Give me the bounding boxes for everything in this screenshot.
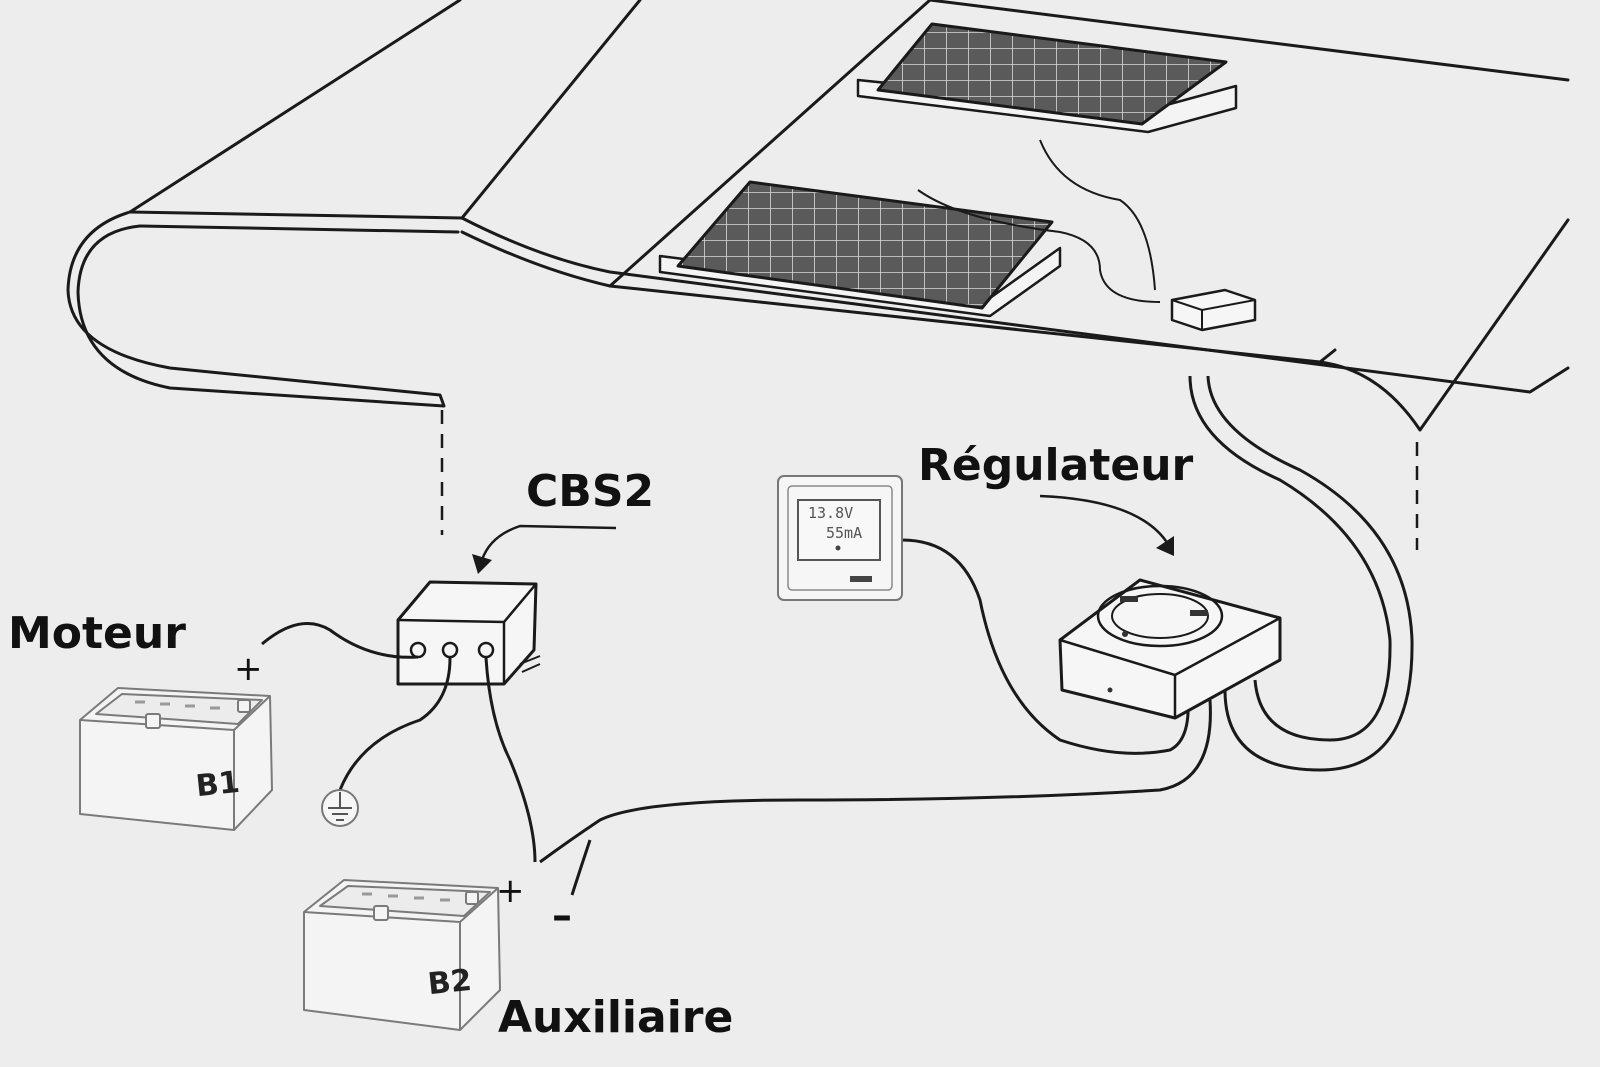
label-moteur: Moteur xyxy=(8,608,186,659)
cbs2-cables xyxy=(261,622,537,863)
label-cbs2: CBS2 xyxy=(526,466,655,517)
pointer-arrows xyxy=(480,494,1170,561)
battery-b1-label: B1 xyxy=(194,764,242,805)
junction-box xyxy=(1170,288,1257,332)
regulator-box xyxy=(1058,578,1282,720)
solar-panel-front xyxy=(658,180,1062,318)
vehicle-roof xyxy=(66,0,1570,432)
regulator-negative-cable xyxy=(570,839,592,896)
label-auxiliaire: Auxiliaire xyxy=(498,992,734,1043)
panel-cables xyxy=(917,139,1161,303)
regulator-to-aux-cable xyxy=(539,699,1212,864)
main-cables xyxy=(1188,375,1414,772)
battery-b1 xyxy=(79,687,273,831)
display-line-2: 55mA xyxy=(826,524,863,542)
battery-b2-label: B2 xyxy=(426,962,474,1003)
display-cable xyxy=(901,538,1190,755)
battery-b2 xyxy=(303,879,501,1031)
minus-sign-b2: – xyxy=(552,893,572,939)
arrow-heads xyxy=(472,536,1174,574)
display-monitor xyxy=(777,475,903,601)
guide-lines xyxy=(440,410,1419,550)
cbs2-box xyxy=(396,580,541,686)
solar-panel-rear xyxy=(856,22,1238,134)
plus-sign-b1: + xyxy=(234,649,263,689)
display-line-1: 13.8V xyxy=(808,504,854,522)
plus-sign-b2: + xyxy=(496,871,525,911)
label-regulateur: Régulateur xyxy=(918,440,1194,491)
ground-icon xyxy=(321,789,359,827)
